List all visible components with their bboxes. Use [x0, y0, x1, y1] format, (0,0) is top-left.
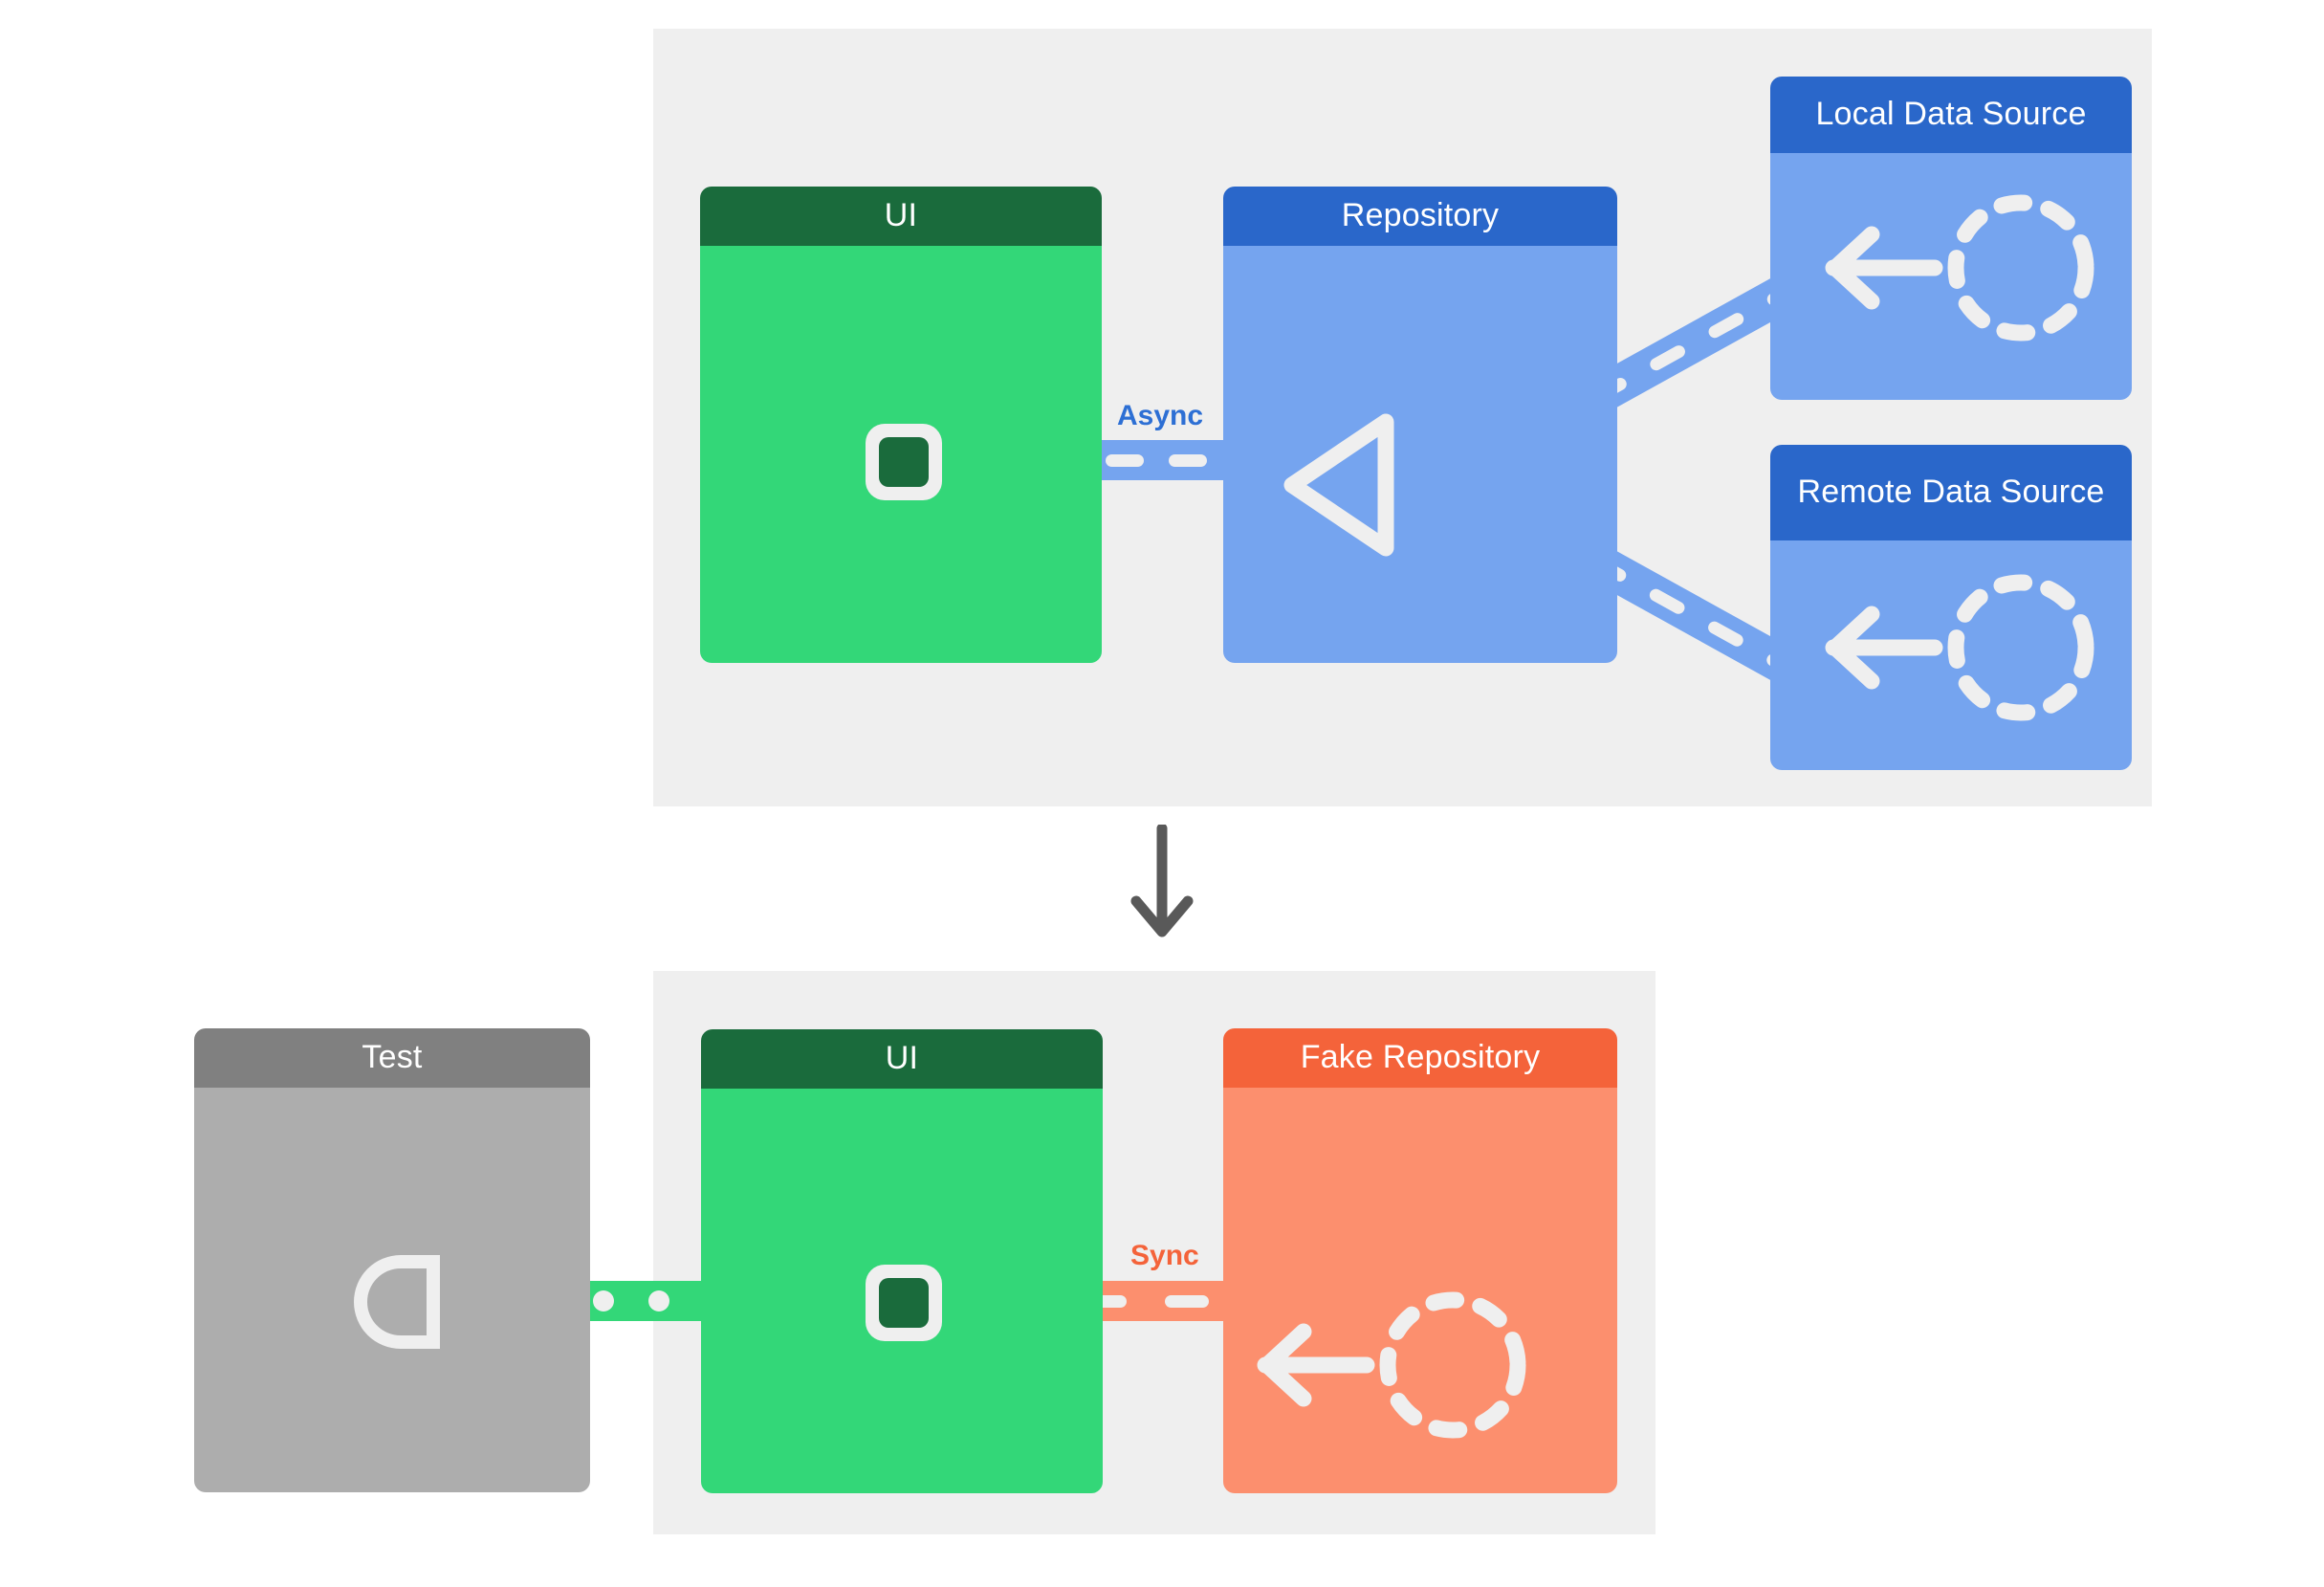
arrow-left-dashed-circle-icon — [1825, 194, 2094, 342]
merge-triangle-icon — [1283, 413, 1394, 557]
arrow-left-dashed-circle-icon — [1257, 1291, 1526, 1439]
card-local-data-source[interactable]: Local Data Source — [1770, 77, 2132, 400]
connector-label-sync: Sync — [1130, 1240, 1199, 1271]
card-title: UI — [701, 1029, 1103, 1089]
card-fake-repository[interactable]: Fake Repository — [1223, 1028, 1617, 1493]
plug-core — [879, 437, 929, 487]
dash — [1705, 310, 1746, 341]
plug-icon — [866, 424, 942, 500]
card-ui-test[interactable]: UI — [701, 1029, 1103, 1493]
dash — [1106, 453, 1144, 467]
plug-core — [879, 1278, 929, 1328]
card-title: UI — [700, 187, 1102, 246]
plug-icon — [866, 1265, 942, 1341]
dot — [593, 1290, 614, 1311]
card-test[interactable]: Test — [194, 1028, 590, 1492]
dot — [648, 1290, 669, 1311]
dash — [1169, 453, 1207, 467]
card-title: Test — [194, 1028, 590, 1088]
dash — [1647, 585, 1688, 616]
card-repository[interactable]: Repository — [1223, 187, 1617, 663]
arrow-left-dashed-circle-icon — [1825, 574, 2094, 721]
card-body — [1223, 1088, 1617, 1493]
card-title: Repository — [1223, 187, 1617, 246]
card-title: Local Data Source — [1770, 77, 2132, 153]
card-remote-data-source[interactable]: Remote Data Source — [1770, 445, 2132, 770]
card-body — [1223, 246, 1617, 663]
card-title: Fake Repository — [1223, 1028, 1617, 1088]
dash — [1647, 342, 1688, 373]
down-arrow-icon — [1130, 825, 1194, 937]
connector-label-async: Async — [1117, 400, 1204, 431]
card-body — [1770, 540, 2132, 770]
card-title: Remote Data Source — [1770, 445, 2132, 540]
dash — [1705, 618, 1746, 649]
dash — [1165, 1294, 1209, 1308]
card-body — [1770, 153, 2132, 400]
